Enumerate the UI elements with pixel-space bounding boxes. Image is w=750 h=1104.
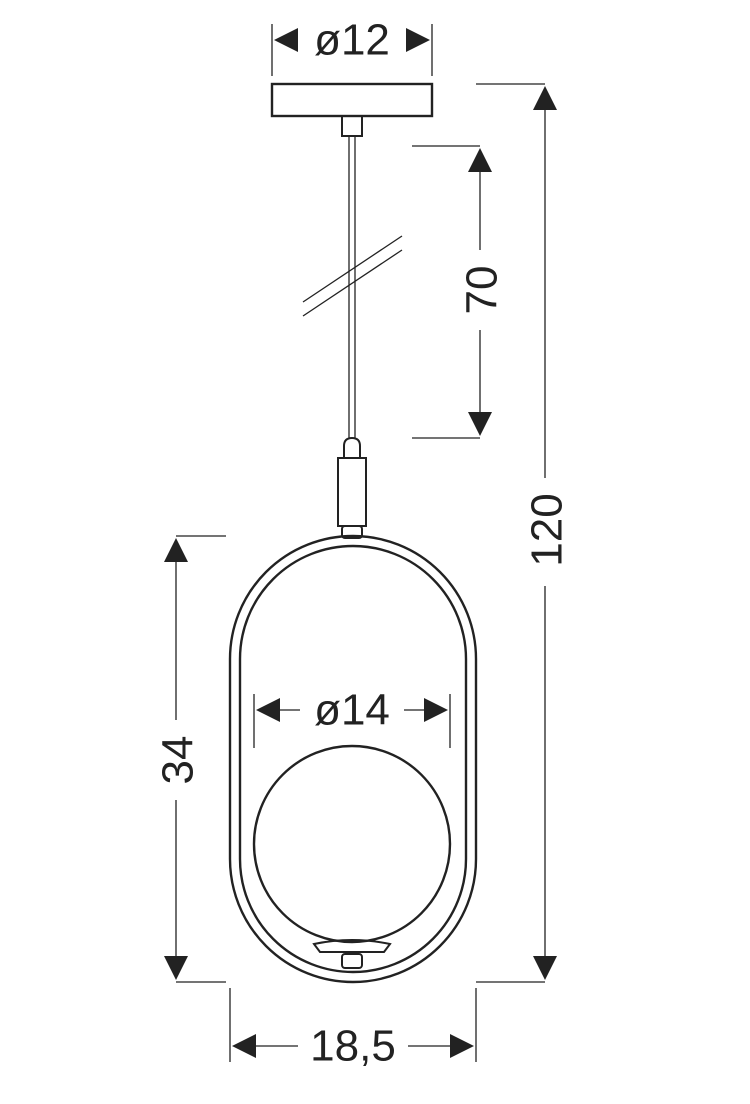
dimension-globe-diameter: ø14 xyxy=(253,686,451,748)
canopy-connector xyxy=(341,115,363,137)
globe-base-nut xyxy=(341,953,363,969)
ceiling-canopy xyxy=(270,82,434,118)
total-height-label: 120 xyxy=(523,493,572,566)
cable-holder-top xyxy=(343,436,361,458)
canopy-diameter-label: ø12 xyxy=(314,16,390,65)
cable-break-mark-upper xyxy=(302,235,403,303)
globe-diameter-label: ø14 xyxy=(314,686,390,735)
frame-joint xyxy=(341,525,363,539)
oval-frame-outer xyxy=(228,534,478,984)
dimension-canopy-diameter: ø12 xyxy=(271,16,433,76)
frame-height-label: 34 xyxy=(154,736,203,785)
dimension-total-height: 120 xyxy=(476,83,572,983)
dimension-frame-width: 18,5 xyxy=(229,988,477,1071)
frame-width-label: 18,5 xyxy=(310,1022,396,1071)
cable-holder-tube xyxy=(337,457,367,527)
lamp xyxy=(228,82,478,984)
cable-break-mark-lower xyxy=(302,249,403,317)
cable-length-label: 70 xyxy=(458,266,507,315)
oval-frame-inner xyxy=(238,544,468,974)
dimension-frame-height: 34 xyxy=(154,535,226,983)
dimension-cable-length: 70 xyxy=(412,145,507,439)
globe-holder xyxy=(312,939,392,953)
glass-globe xyxy=(252,744,452,944)
